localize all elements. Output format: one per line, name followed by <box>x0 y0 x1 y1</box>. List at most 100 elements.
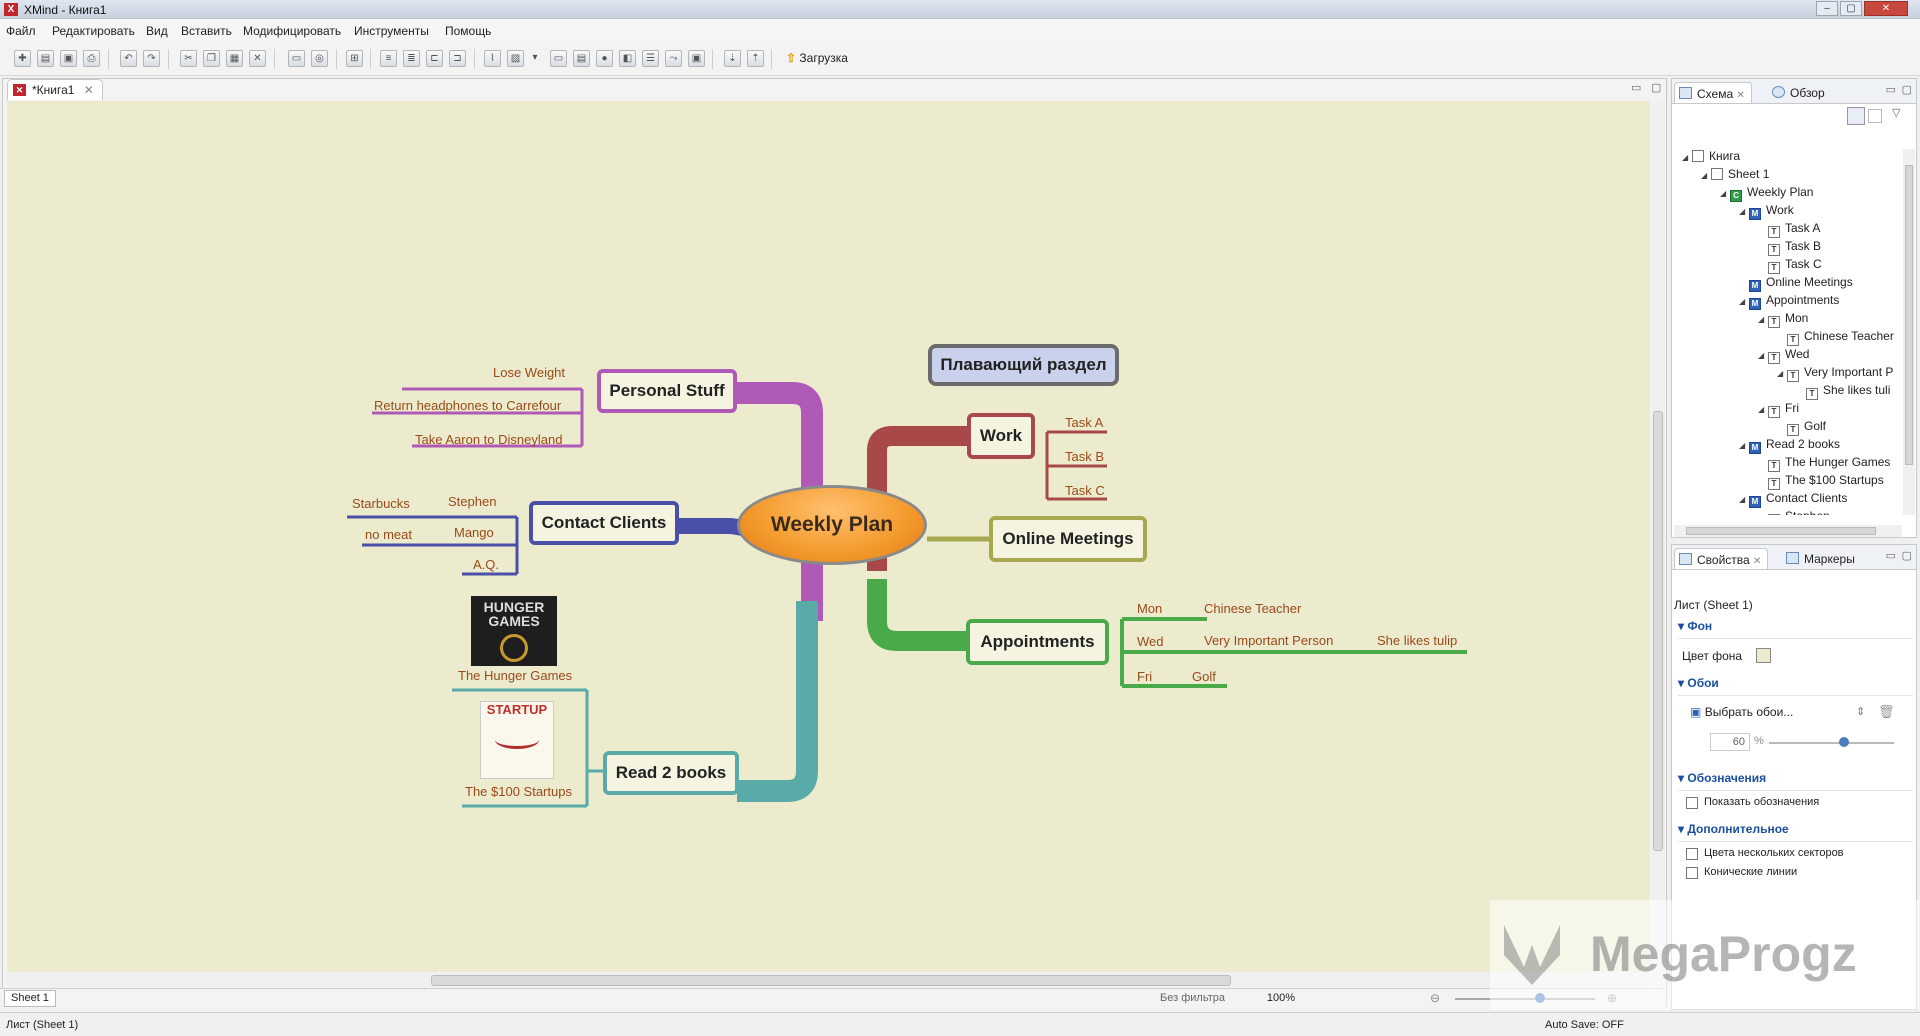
editor-maximize-icon[interactable]: ▢ <box>1651 82 1662 94</box>
section-background[interactable]: ▾ Фон <box>1678 619 1913 639</box>
menu-help[interactable]: Помощь <box>445 24 492 38</box>
note-icon[interactable]: ▤ <box>573 50 590 67</box>
map-style-icon[interactable]: ⊞ <box>346 50 363 67</box>
presentation-icon[interactable]: ▭ <box>288 50 305 67</box>
parent-topic-icon[interactable]: ⊐ <box>449 50 466 67</box>
expand-toggle-icon[interactable]: ◢ <box>1758 315 1765 324</box>
opacity-slider[interactable] <box>1769 742 1894 744</box>
expand-toggle-icon[interactable]: ◢ <box>1739 495 1746 504</box>
section-wallpaper[interactable]: ▾ Обои <box>1678 676 1913 696</box>
close-tab-icon[interactable]: ✕ <box>1736 90 1745 101</box>
vertical-scrollbar[interactable] <box>1651 101 1665 989</box>
expand-toggle-icon[interactable]: ◢ <box>1758 513 1768 515</box>
sheet-tab[interactable]: Sheet 1 <box>4 990 56 1007</box>
hyperlink-icon[interactable]: ▣ <box>688 50 705 67</box>
tab-overview[interactable]: Обзор <box>1768 82 1831 103</box>
panel-maximize-icon[interactable]: ▢ <box>1901 84 1912 96</box>
opacity-slider-knob[interactable] <box>1839 737 1849 747</box>
section-legend[interactable]: ▾ Обозначения <box>1678 771 1913 791</box>
marker-icon[interactable]: ● <box>596 50 613 67</box>
subtopic-lose-weight[interactable]: Lose Weight <box>493 365 566 380</box>
central-topic[interactable]: Weekly Plan <box>737 485 927 565</box>
subtopic-task-a[interactable]: Task A <box>1065 415 1104 430</box>
subtopic-stephen[interactable]: Stephen <box>448 494 497 509</box>
outline-vscrollbar[interactable] <box>1903 149 1915 515</box>
panel-minimize-icon[interactable]: ▭ <box>1885 550 1896 562</box>
floating-topic[interactable]: Плавающий раздел <box>928 344 1119 386</box>
subtopic-100-startups[interactable]: The $100 Startups <box>465 784 572 799</box>
upload-button[interactable]: ⇧ Загрузка <box>782 50 852 68</box>
idea-bulb-icon[interactable]: ◎ <box>311 50 328 67</box>
topic-contact-clients[interactable]: Contact Clients <box>529 501 679 545</box>
subtopic-icon[interactable]: ≣ <box>403 50 420 67</box>
outline-view-toggle-icon[interactable] <box>1847 107 1865 125</box>
outline-hscrollbar[interactable] <box>1674 525 1902 537</box>
menu-modify[interactable]: Модифицировать <box>243 24 342 38</box>
topic-work[interactable]: Work <box>967 413 1035 459</box>
subtopic-she-likes-tulip[interactable]: She likes tulip <box>1377 633 1458 648</box>
menu-edit[interactable]: Редактировать <box>52 24 135 38</box>
undo-icon[interactable]: ↶ <box>120 50 137 67</box>
subtopic-return-headphones[interactable]: Return headphones to Carrefour <box>374 398 562 413</box>
expand-toggle-icon[interactable]: ◢ <box>1739 297 1746 306</box>
mindmap-canvas[interactable]: Weekly Plan Плавающий раздел Personal St… <box>7 101 1650 991</box>
subtopic-very-important-person[interactable]: Very Important Person <box>1204 633 1334 648</box>
dropdown-arrow-icon[interactable]: ▾ <box>532 52 538 63</box>
opacity-input[interactable]: 60 <box>1710 733 1750 751</box>
subtopic-wed[interactable]: Wed <box>1137 634 1164 649</box>
redo-icon[interactable]: ↷ <box>143 50 160 67</box>
document-tab[interactable]: ✕ *Книга1 ✕ <box>7 79 103 100</box>
outline-hscroll-thumb[interactable] <box>1686 527 1876 535</box>
label-icon[interactable]: ☰ <box>642 50 659 67</box>
menu-file[interactable]: Файл <box>6 24 36 38</box>
topic-before-icon[interactable]: ⊏ <box>426 50 443 67</box>
tab-markers[interactable]: Маркеры <box>1782 548 1861 569</box>
topic-read-2-books[interactable]: Read 2 books <box>603 751 739 795</box>
expand-toggle-icon[interactable]: ◢ <box>1682 153 1689 162</box>
tapered-lines-checkbox[interactable] <box>1686 867 1698 879</box>
expand-toggle-icon[interactable]: ◢ <box>1739 207 1746 216</box>
show-legend-checkbox[interactable] <box>1686 797 1698 809</box>
open-folder-icon[interactable]: ▤ <box>37 50 54 67</box>
bg-color-swatch[interactable] <box>1756 648 1771 663</box>
subtopic-aq[interactable]: A.Q. <box>473 557 500 572</box>
menu-view[interactable]: Вид <box>146 24 168 38</box>
topic-online-meetings[interactable]: Online Meetings <box>989 516 1147 562</box>
subtopic-mon[interactable]: Mon <box>1137 601 1163 616</box>
zoom-out-icon[interactable]: ⊖ <box>1429 991 1440 1005</box>
outline-view-alt-icon[interactable] <box>1868 109 1882 123</box>
multi-color-checkbox[interactable] <box>1686 848 1698 860</box>
vertical-scroll-thumb[interactable] <box>1653 411 1663 851</box>
panel-minimize-icon[interactable]: ▭ <box>1885 84 1896 96</box>
relationship-icon[interactable]: ⤳ <box>665 50 682 67</box>
horizontal-scrollbar[interactable] <box>7 972 1650 988</box>
delete-icon[interactable]: ✕ <box>249 50 266 67</box>
expand-toggle-icon[interactable]: ◢ <box>1758 351 1765 360</box>
autosave-status[interactable]: Auto Save: OFF <box>1545 1019 1624 1031</box>
subtopic-golf[interactable]: Golf <box>1192 669 1216 684</box>
outline-tree-item[interactable]: ◢Книга <box>1682 149 1740 167</box>
outline-tree-item[interactable]: ◢TStephen <box>1758 509 1830 515</box>
attachment-icon[interactable]: ⌇ <box>484 50 501 67</box>
copy-icon[interactable]: ❐ <box>203 50 220 67</box>
outline-tree-item[interactable]: ◢Sheet 1 <box>1701 167 1769 185</box>
panel-menu-icon[interactable]: ▽ <box>1892 107 1901 119</box>
editor-minimize-icon[interactable]: ▭ <box>1631 82 1642 94</box>
subtopic-take-aaron[interactable]: Take Aaron to Disneyland <box>415 432 563 447</box>
